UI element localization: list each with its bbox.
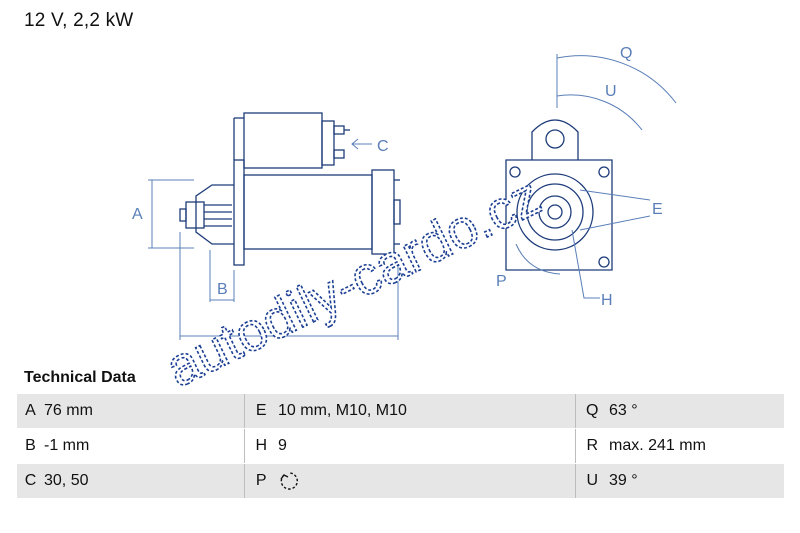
spec-key-e: E [243,394,278,429]
counterclockwise-rotation-icon [280,472,298,490]
spec-key-u: U [574,463,609,499]
dimension-e-leaders [579,189,651,231]
dimension-c [351,138,372,150]
spec-value-b: -1 mm [44,428,244,464]
spec-key-r: R [574,428,609,464]
front-view-outline [505,119,613,271]
technical-data-heading: Technical Data [24,369,136,386]
solenoid-outline [233,112,350,169]
label-e: E [652,201,663,218]
angle-u-arc [556,94,643,131]
label-q: Q [620,45,632,62]
table-row: C 30, 50 P U 39 ° [17,463,784,499]
spec-value-h: 9 [278,428,575,464]
technical-data-table: A 76 mm E 10 mm, M10, M10 Q 63 ° B -1 mm… [17,394,784,499]
mounting-flange-outline [233,159,245,266]
starter-technical-drawing: A B C Q U E P H [132,45,677,340]
dimension-h-leader [571,229,600,299]
spec-key-p: P [243,463,278,499]
spec-key-c: C [17,463,44,499]
motor-body-outline [243,169,401,255]
table-row: A 76 mm E 10 mm, M10, M10 Q 63 ° [17,394,784,429]
label-c: C [377,138,389,155]
spec-value-r: max. 241 mm [609,428,784,464]
spec-value-e: 10 mm, M10, M10 [278,394,575,429]
product-title: 12 V, 2,2 kW [24,10,134,31]
dimension-a [148,179,194,249]
dimension-b [209,250,235,302]
dimension-overall-length [179,232,399,340]
table-row: B -1 mm H 9 R max. 241 mm [17,428,784,464]
spec-value-u: 39 ° [609,463,784,499]
pinion-outline [179,184,234,245]
label-b: B [217,281,228,298]
rotation-p-arc [515,243,561,275]
label-h: H [601,292,613,309]
spec-value-c: 30, 50 [44,463,244,499]
spec-key-q: Q [574,394,609,429]
spec-key-h: H [243,428,278,464]
spec-key-a: A [17,394,44,429]
label-a: A [132,206,143,223]
spec-value-p [278,463,575,499]
label-u: U [605,83,617,100]
spec-value-q: 63 ° [609,394,784,429]
spec-key-b: B [17,428,44,464]
label-p: P [496,273,507,290]
spec-value-a: 76 mm [44,394,244,429]
angle-q-arc [556,54,677,108]
